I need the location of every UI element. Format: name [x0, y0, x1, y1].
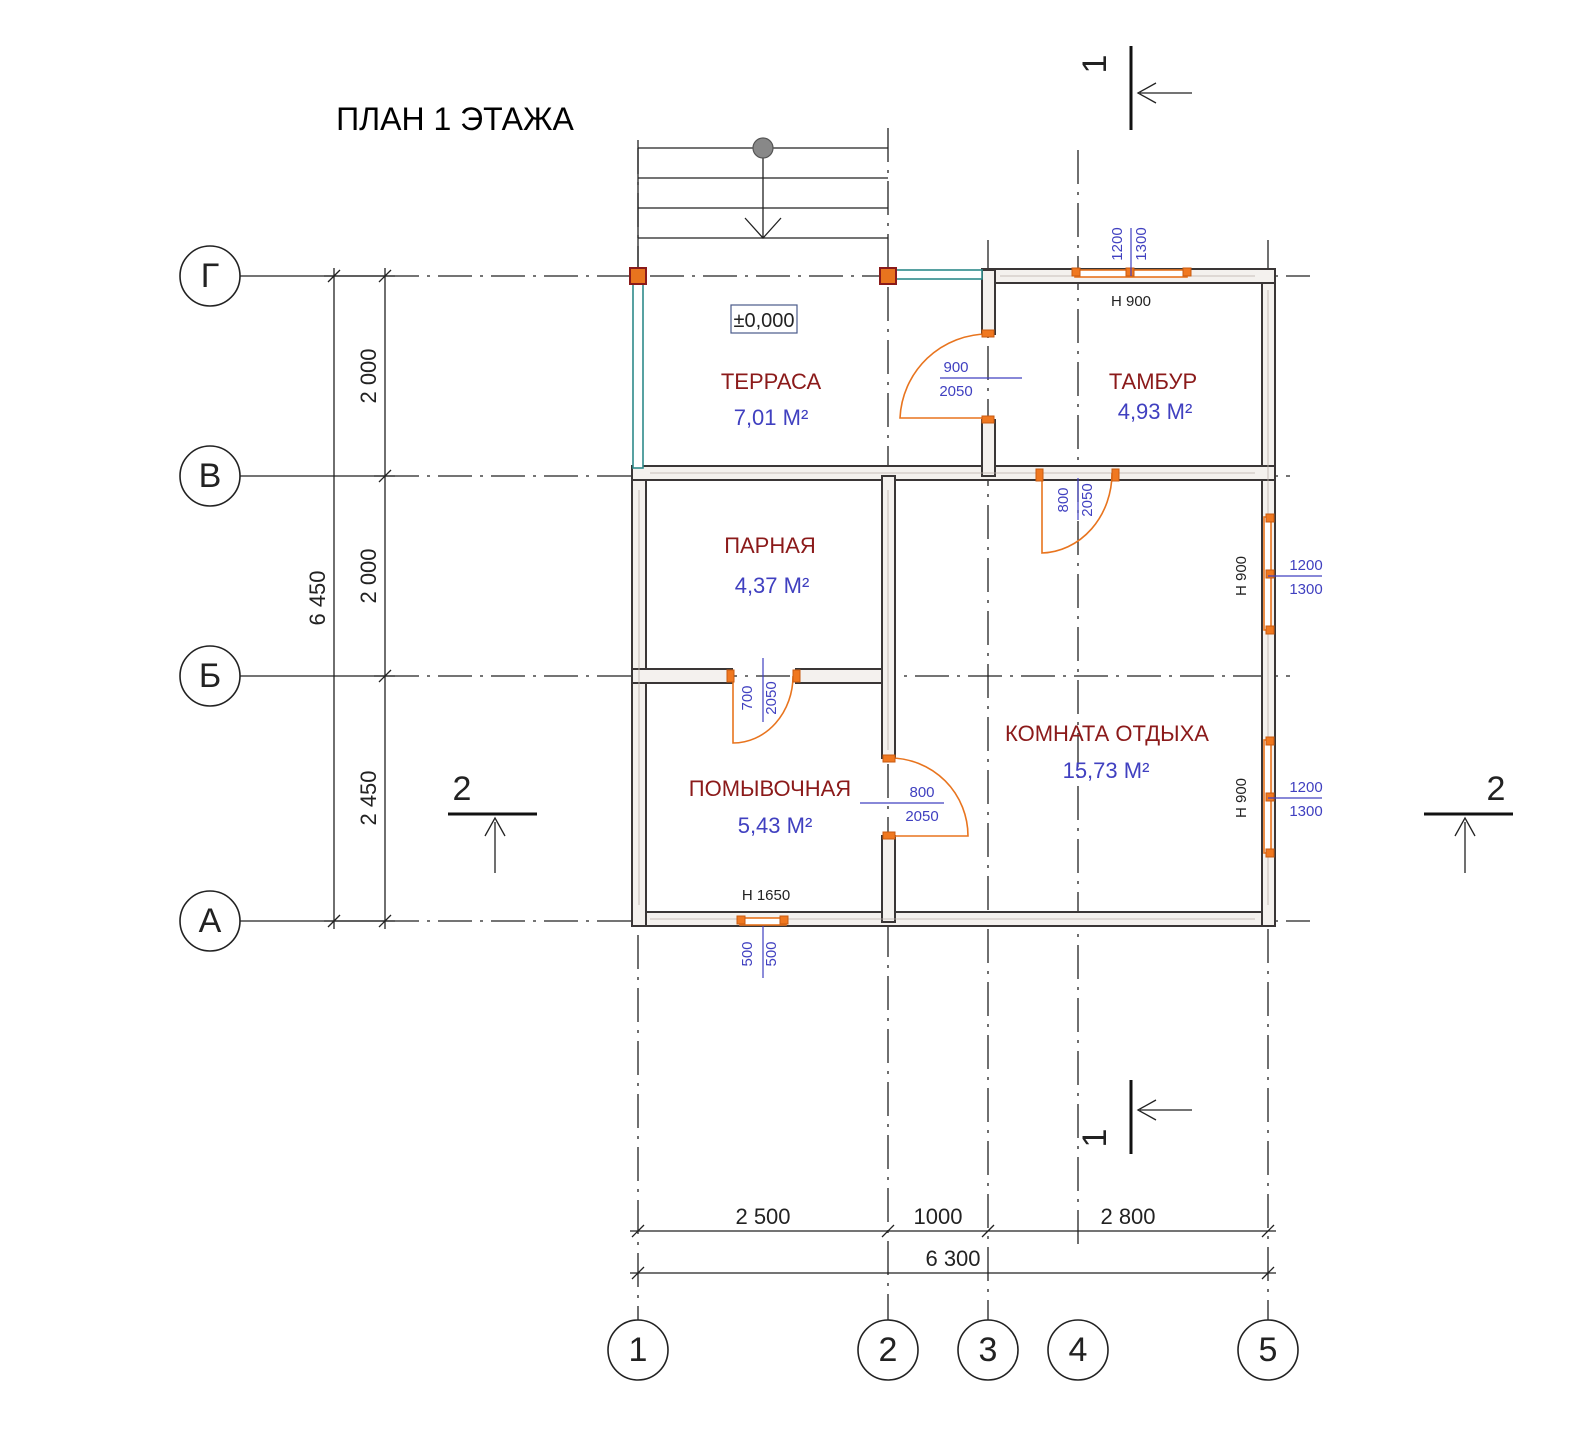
- win-rest-2-sill: H 900: [1233, 778, 1250, 818]
- win-rest-1-sill: H 900: [1233, 556, 1250, 596]
- axis-label-V: В: [199, 457, 222, 495]
- svg-text:2 450: 2 450: [356, 770, 381, 825]
- svg-text:2 800: 2 800: [1100, 1204, 1155, 1229]
- room-name-rest: КОМНАТА ОТДЫХА: [1005, 721, 1209, 746]
- win-vestibule-sill: H 900: [1111, 293, 1151, 310]
- door-vestibule-width: 800: [1055, 487, 1072, 512]
- win-vestibule-height: 1300: [1133, 227, 1150, 260]
- left-dimensions: 2 000 2 000 2 450 6 450: [305, 268, 395, 929]
- axis-bubbles-vertical: 1 2 3 4 5: [607, 1319, 1299, 1381]
- door-wash-width: 800: [909, 784, 934, 801]
- axis-label-4: 4: [1069, 1331, 1088, 1369]
- opening-labels: 900 2050 800 2050 700 2050 800 2050 1200…: [739, 227, 1323, 978]
- room-name-vestibule: ТАМБУР: [1109, 369, 1197, 394]
- svg-text:2 500: 2 500: [735, 1204, 790, 1229]
- room-name-steam: ПАРНАЯ: [724, 533, 816, 558]
- svg-text:2: 2: [1487, 770, 1506, 808]
- room-area-wash: 5,43 М²: [738, 813, 813, 838]
- svg-text:2: 2: [453, 770, 472, 808]
- win-rest-2-height: 1300: [1289, 803, 1322, 820]
- svg-text:1: 1: [1076, 55, 1114, 74]
- door-wash-height: 2050: [905, 808, 938, 825]
- bottom-dimensions: 2 500 1000 2 800 6 300: [630, 1204, 1276, 1280]
- svg-text:1: 1: [1076, 1129, 1114, 1148]
- axis-label-1: 1: [629, 1331, 648, 1369]
- room-name-wash: ПОМЫВОЧНАЯ: [689, 776, 851, 801]
- axis-bubbles-horizontal: Г В Б А: [179, 245, 241, 952]
- section-marks: 1 1 2 2: [448, 46, 1513, 1154]
- door-steam-height: 2050: [763, 681, 780, 714]
- svg-text:±0,000: ±0,000: [733, 310, 794, 332]
- axis-label-2: 2: [879, 1331, 898, 1369]
- axis-label-A: А: [199, 902, 222, 940]
- axis-label-G: Г: [201, 257, 219, 295]
- level-mark: ±0,000: [730, 304, 798, 334]
- win-wash-width: 500: [739, 941, 756, 966]
- win-vestibule-width: 1200: [1109, 227, 1126, 260]
- door-steam-width: 700: [739, 685, 756, 710]
- plan-title: ПЛАН 1 ЭТАЖА: [336, 101, 574, 137]
- room-area-vestibule: 4,93 М²: [1118, 399, 1193, 424]
- win-rest-2-width: 1200: [1289, 779, 1322, 796]
- door-terrace-height: 2050: [939, 383, 972, 400]
- axis-label-5: 5: [1259, 1331, 1278, 1369]
- win-wash-sill: H 1650: [742, 887, 790, 904]
- room-labels: ТЕРРАСА 7,01 М² ТАМБУР 4,93 М² ПАРНАЯ 4,…: [689, 369, 1209, 838]
- svg-text:2 000: 2 000: [356, 548, 381, 603]
- entrance-stairs: [637, 137, 888, 268]
- door-terrace-width: 900: [943, 359, 968, 376]
- win-wash-height: 500: [763, 941, 780, 966]
- room-name-terrace: ТЕРРАСА: [721, 369, 822, 394]
- axis-label-B: Б: [199, 657, 221, 695]
- svg-text:6 450: 6 450: [305, 570, 330, 625]
- room-area-steam: 4,37 М²: [735, 573, 810, 598]
- svg-text:6 300: 6 300: [925, 1246, 980, 1271]
- doors: [726, 329, 1120, 840]
- win-rest-1-height: 1300: [1289, 581, 1322, 598]
- svg-text:2 000: 2 000: [356, 348, 381, 403]
- room-area-terrace: 7,01 М²: [734, 405, 809, 430]
- svg-text:1000: 1000: [914, 1204, 963, 1229]
- windows: [736, 267, 1275, 926]
- terrace-railing: [629, 267, 983, 469]
- room-area-rest: 15,73 М²: [1063, 758, 1150, 783]
- win-rest-1-width: 1200: [1289, 557, 1322, 574]
- axis-label-3: 3: [979, 1331, 998, 1369]
- door-vestibule-height: 2050: [1079, 483, 1096, 516]
